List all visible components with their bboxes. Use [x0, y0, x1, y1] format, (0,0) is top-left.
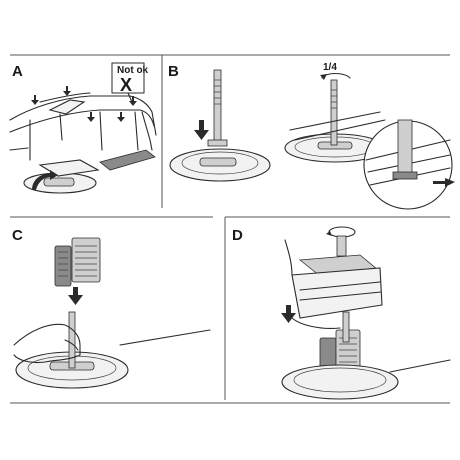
- turn-label: 1/4: [323, 62, 337, 73]
- panel-c-label: C: [12, 227, 23, 244]
- panel-d: D: [232, 226, 451, 400]
- car-roof: [9, 92, 157, 161]
- mount-cover-removal: [23, 149, 156, 194]
- panel-b-label: B: [168, 63, 179, 80]
- down-arrow: [281, 305, 296, 323]
- panel-b: B 1/4: [168, 62, 455, 210]
- not-ok-label: Not ok: [117, 65, 149, 76]
- panel-d-label: D: [232, 227, 243, 244]
- panel-a: A Not ok X: [9, 62, 157, 194]
- down-arrow: [68, 287, 83, 305]
- removed-cover: [99, 149, 156, 171]
- roof-mount-arrows: [31, 86, 125, 122]
- panel-c: C: [12, 227, 211, 389]
- not-ok-cross: X: [120, 75, 132, 95]
- t-bolt-insertion: [169, 69, 271, 182]
- rubber-pad-insertion: [13, 237, 211, 389]
- panel-frames: [10, 54, 450, 404]
- panel-a-label: A: [12, 63, 23, 80]
- foot-assembly: [281, 226, 451, 400]
- push-arrow: [433, 178, 455, 187]
- not-ok-callout: Not ok X: [111, 62, 149, 106]
- zoom-detail: [363, 119, 455, 210]
- down-arrow: [194, 120, 209, 140]
